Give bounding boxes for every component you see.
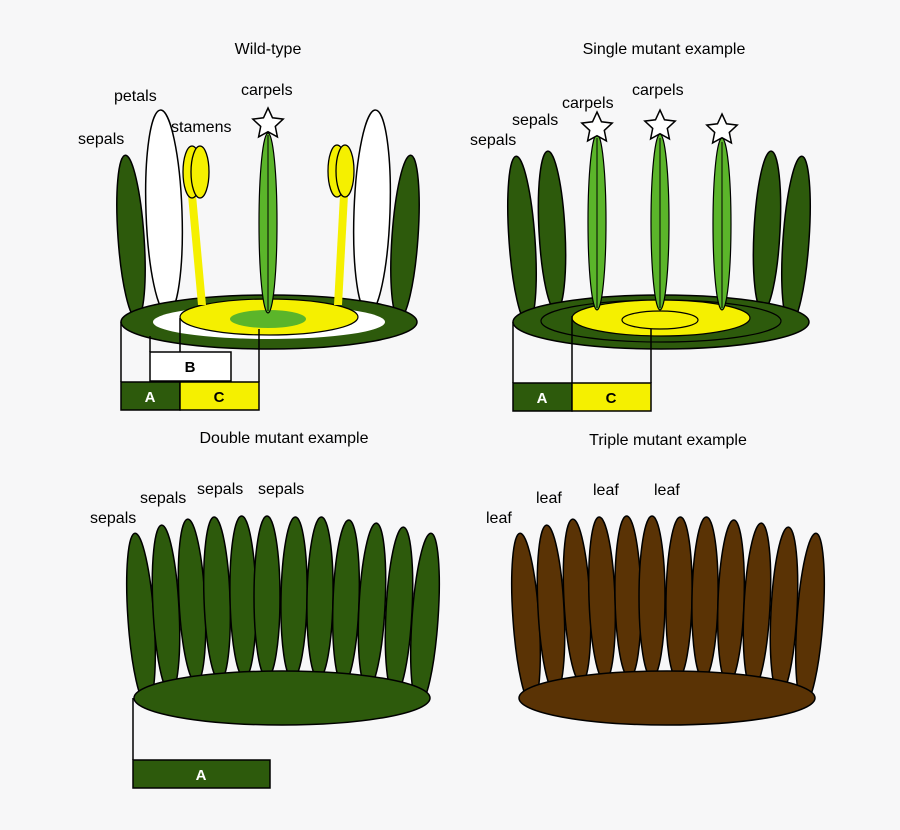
wt-box-b-label: B (185, 359, 196, 376)
sm-label-carpels-2: carpels (632, 82, 684, 99)
wt-stamen-filament-left (188, 195, 206, 305)
tm-label-leaf-4: leaf (654, 482, 680, 499)
sm-box-a (512, 382, 573, 412)
dm-sepal (229, 515, 257, 679)
sm-label-sepals-2: sepals (512, 112, 558, 129)
dm-sepal (253, 515, 281, 679)
wt-box-a-label: A (145, 389, 156, 406)
star-icon (705, 112, 739, 145)
dm-box-a (132, 759, 271, 789)
sm-box-a-label: A (537, 390, 548, 407)
single-mutant-panel: Single mutant example sepals sepals carp… (470, 41, 811, 412)
wt-petal-right (352, 109, 392, 315)
triple-mutant-title: Triple mutant example (589, 432, 747, 449)
wt-box-c-label: C (214, 389, 225, 406)
sm-label-carpels-1: carpels (562, 95, 614, 112)
tm-base (518, 670, 816, 726)
dm-sepal (306, 516, 334, 680)
wt-petal-left (144, 109, 184, 315)
tm-leaf (587, 516, 617, 682)
wt-stamen-filament-right (334, 195, 348, 305)
tm-leaf (716, 519, 746, 685)
wt-sepal-left (116, 154, 146, 320)
triple-mutant-panel: Triple mutant example leaf leaf leaf lea… (486, 432, 826, 726)
star-icon (580, 110, 614, 143)
wt-label-sepals: sepals (78, 131, 124, 148)
sm-sepal-4 (781, 155, 811, 325)
wild-type-panel: Wild-type sepals petals stamens carpels (78, 41, 420, 411)
double-mutant-panel: Double mutant example sepals sepals sepa… (90, 430, 441, 789)
tm-leaf (742, 522, 772, 690)
wt-label-stamens: stamens (171, 119, 231, 136)
sm-sepal-3 (752, 150, 782, 312)
wt-box-a (120, 381, 181, 411)
single-mutant-title: Single mutant example (583, 41, 746, 58)
wild-type-title: Wild-type (235, 41, 302, 58)
wt-sepal-right (390, 154, 420, 320)
tm-leaf (691, 516, 719, 680)
wt-box-b (149, 351, 232, 382)
dm-sepal (357, 522, 387, 690)
sm-box-c-label: C (606, 390, 617, 407)
wt-stamen-anther-right-2 (335, 144, 355, 198)
star-icon (251, 106, 285, 139)
tm-label-leaf-1: leaf (486, 510, 512, 527)
dm-label-sepals-4: sepals (258, 481, 304, 498)
wt-base-carpel-whorl (230, 310, 306, 328)
wt-label-carpels: carpels (241, 82, 293, 99)
tm-leaf (614, 515, 642, 679)
wt-box-c (179, 381, 260, 411)
dm-label-sepals-1: sepals (90, 510, 136, 527)
tm-label-leaf-2: leaf (536, 490, 562, 507)
double-mutant-title: Double mutant example (200, 430, 369, 447)
dm-box-a-label: A (196, 767, 207, 784)
tm-leaf (638, 515, 666, 679)
tm-leaves (510, 515, 826, 706)
sm-sepal-1 (507, 155, 537, 325)
dm-sepal (202, 516, 232, 682)
sm-label-sepals-1: sepals (470, 132, 516, 149)
wt-stamen-anther-left-2 (190, 145, 210, 199)
dm-label-sepals-2: sepals (140, 490, 186, 507)
sm-base-inner-whorl (621, 310, 699, 330)
dm-sepals (125, 515, 441, 706)
tm-leaf (665, 516, 693, 680)
dm-sepal (331, 519, 361, 685)
dm-label-sepals-3: sepals (197, 481, 243, 498)
tm-label-leaf-3: leaf (593, 482, 619, 499)
wt-label-petals: petals (114, 88, 157, 105)
sm-box-c (571, 382, 652, 412)
dm-base (133, 670, 431, 726)
dm-sepal (280, 516, 308, 680)
star-icon (643, 108, 677, 141)
sm-sepal-2 (537, 150, 567, 312)
